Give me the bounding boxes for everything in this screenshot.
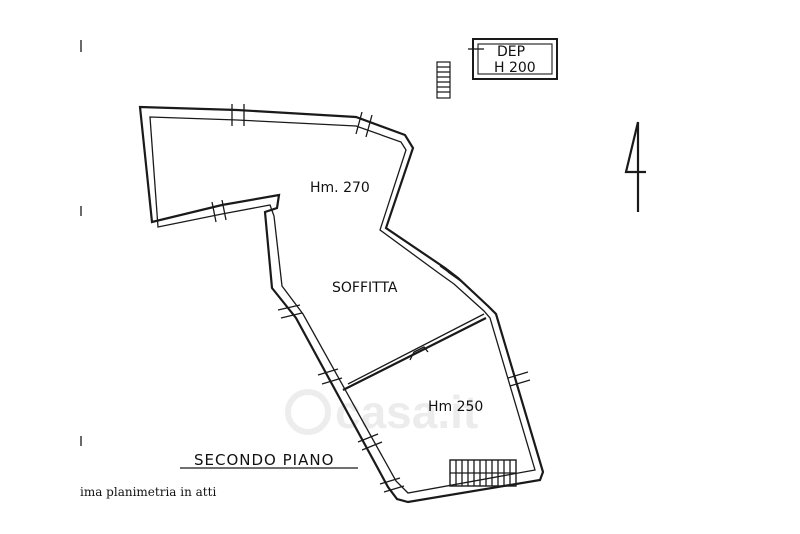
outer-wall (138, 105, 545, 504)
staircase-upper (436, 61, 451, 99)
staircase-lower (449, 459, 517, 487)
caption-text: ima planimetria in atti (80, 485, 217, 499)
inner-wall (149, 116, 536, 494)
storage-box: DEP H 200 (468, 38, 558, 80)
floor-title: SECONDO PIANO (194, 451, 334, 469)
door-frame (409, 346, 429, 361)
room-attic-label: SOFFITTA (332, 280, 398, 296)
partition-wall (342, 317, 487, 391)
watermark-text: casa.it (335, 386, 478, 438)
window-marks (211, 104, 531, 493)
partition-wall-inner (347, 313, 485, 385)
storage-label: DEP (497, 44, 525, 60)
storage-height: H 200 (494, 60, 536, 76)
watermark-logo: casa.it (285, 386, 478, 438)
north-arrow-icon (624, 121, 646, 212)
room-upper-height: Hm. 270 (310, 180, 370, 196)
room-lower-height: Hm 250 (428, 399, 483, 415)
